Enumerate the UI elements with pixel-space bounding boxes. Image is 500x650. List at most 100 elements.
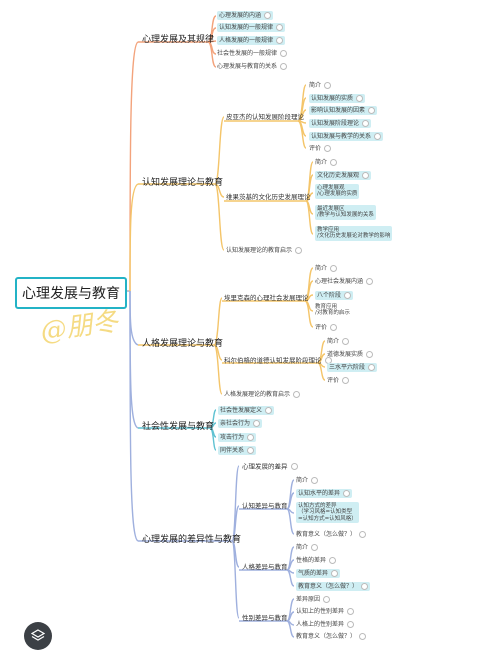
node-social-definition[interactable]: 社会性发展定义 [218,406,275,415]
node-gender-cause[interactable]: 差异原因 [296,596,331,603]
collapse-toggle-icon[interactable] [347,608,355,615]
collapse-toggle-icon[interactable] [368,364,376,371]
node-erikson-eval[interactable]: 评价 [315,324,338,331]
collapse-toggle-icon[interactable] [368,107,376,114]
layers-icon [31,629,45,641]
node-vygotsky-application[interactable]: 教学应用/文化历史发展论对教学的影响 [315,226,393,241]
collapse-toggle-icon[interactable] [265,407,273,414]
collapse-toggle-icon[interactable] [361,583,369,590]
collapse-toggle-icon[interactable] [280,63,288,70]
collapse-toggle-icon[interactable] [342,377,350,384]
collapse-toggle-icon[interactable] [311,544,319,551]
node-gender-cognitive[interactable]: 认知上的性别差异 [296,608,355,615]
collapse-toggle-icon[interactable] [356,95,364,102]
node-piaget-essence[interactable]: 认知发展的实质 [309,94,366,103]
node-piaget-intro[interactable]: 简介 [309,82,332,89]
node-social-law[interactable]: 社会性发展的一般规律 [217,50,288,57]
branch-development-differences[interactable]: 心理发展的差异性与教育 [142,535,242,545]
collapse-toggle-icon[interactable] [330,324,338,331]
collapse-toggle-icon[interactable] [374,133,382,140]
collapse-toggle-icon[interactable] [253,420,261,427]
node-cogdiff-style[interactable]: 认知方式的差异（学习风格=认知类型=认知方式=认知风格） [296,502,359,523]
node-vygotsky-zpd[interactable]: 最近发展区/教学与认知发展的关系 [315,205,376,220]
branch-cognitive-development[interactable]: 认知发展理论与教育 [142,178,224,188]
collapse-toggle-icon[interactable] [247,434,255,441]
collapse-toggle-icon[interactable] [347,621,355,628]
node-kohlberg-levels[interactable]: 三水平六阶段 [327,363,378,372]
collapse-toggle-icon[interactable] [362,172,370,179]
node-piaget-stages[interactable]: 认知发展阶段理论 [309,119,372,128]
node-gender-diff[interactable]: 性别差异与教育 [242,614,288,622]
collapse-toggle-icon[interactable] [324,82,332,89]
collapse-toggle-icon[interactable] [330,159,338,166]
collapse-toggle-icon[interactable] [359,633,367,640]
node-differences[interactable]: 心理发展的差异 [242,463,298,470]
collapse-toggle-icon[interactable] [362,120,370,127]
collapse-toggle-icon[interactable] [359,531,367,538]
node-personality-law[interactable]: 人格发展的一般规律 [217,36,286,45]
node-vygotsky[interactable]: 维果茨基的文化历史发展理论 [226,193,311,201]
layers-button[interactable] [24,622,52,650]
node-vygotsky-culture[interactable]: 文化历史发展观 [315,171,372,180]
node-aggression[interactable]: 攻击行为 [218,433,257,442]
branch-personality-development[interactable]: 人格发展理论与教育 [142,339,224,349]
node-kohlberg-essence[interactable]: 道德发展实质 [327,351,374,358]
collapse-toggle-icon[interactable] [276,37,284,44]
node-peer-relation[interactable]: 同伴关系 [218,446,257,455]
collapse-toggle-icon[interactable] [311,477,319,484]
node-piaget[interactable]: 皮亚杰的认知发展阶段理论 [226,113,304,121]
node-erikson-stages[interactable]: 八个阶段 [315,291,354,300]
node-perdiff-temperament[interactable]: 气质的差异 [296,569,341,578]
node-cogdiff-intro[interactable]: 简介 [296,477,319,484]
node-kohlberg[interactable]: 科尔伯格的道德认知发展阶段理论 [224,357,332,364]
node-personality-diff[interactable]: 人格差异与教育 [242,563,288,571]
node-kohlberg-intro[interactable]: 简介 [327,338,350,345]
node-gender-personality[interactable]: 人格上的性别差异 [296,621,355,628]
collapse-toggle-icon[interactable] [280,50,288,57]
collapse-toggle-icon[interactable] [324,145,332,152]
node-cogdiff-level[interactable]: 认知水平的差异 [296,489,353,498]
node-vygotsky-intro[interactable]: 简介 [315,159,338,166]
collapse-toggle-icon[interactable] [344,292,352,299]
node-erikson-intro[interactable]: 简介 [315,265,338,272]
collapse-toggle-icon[interactable] [264,12,272,19]
collapse-toggle-icon[interactable] [366,351,374,358]
collapse-toggle-icon[interactable] [343,490,351,497]
node-cogdiff-meaning[interactable]: 教育意义（怎么做？） [296,531,367,538]
node-piaget-teaching[interactable]: 认知发展与教学的关系 [309,132,384,141]
branch-psych-development-laws[interactable]: 心理发展及其规律 [142,35,215,45]
node-erikson[interactable]: 埃里克森的心理社会发展理论 [224,294,309,302]
collapse-toggle-icon[interactable] [323,596,331,603]
node-piaget-eval[interactable]: 评价 [309,145,332,152]
node-connotation[interactable]: 心理发展的内涵 [217,11,274,20]
node-kohlberg-eval[interactable]: 评价 [327,377,350,384]
root-node-label: 心理发展与教育 [22,286,120,302]
node-perdiff-character[interactable]: 性格的差异 [296,557,337,564]
collapse-toggle-icon[interactable] [342,338,350,345]
collapse-toggle-icon[interactable] [293,391,301,398]
node-gender-meaning[interactable]: 教育意义（怎么做？） [296,633,367,640]
collapse-toggle-icon[interactable] [247,447,255,454]
root-node[interactable]: 心理发展与教育 [15,277,127,309]
node-cognitive-implication[interactable]: 认知发展理论的教育启示 [226,247,303,254]
branch-social-development[interactable]: 社会性发展与教育 [142,422,215,432]
node-cognitive-diff[interactable]: 认知差异与教育 [242,502,288,510]
collapse-toggle-icon[interactable] [366,278,374,285]
node-perdiff-intro[interactable]: 简介 [296,544,319,551]
collapse-toggle-icon[interactable] [330,265,338,272]
node-prosocial[interactable]: 亲社会行为 [218,419,263,428]
node-cognitive-law[interactable]: 认知发展的一般规律 [217,23,286,32]
node-erikson-connotation[interactable]: 心理社会发展内涵 [315,278,374,285]
collapse-toggle-icon[interactable] [329,557,337,564]
node-erikson-application[interactable]: 教育应用/对教育的启示 [315,304,350,317]
node-personality-implication[interactable]: 人格发展理论的教育启示 [224,391,301,398]
node-piaget-factors[interactable]: 影响认知发展的因素 [309,106,378,115]
node-perdiff-meaning[interactable]: 教育意义（怎么做？） [296,582,371,591]
collapse-toggle-icon[interactable] [290,463,298,470]
collapse-toggle-icon[interactable] [331,570,339,577]
collapse-toggle-icon[interactable] [276,24,284,31]
collapse-toggle-icon[interactable] [295,247,303,254]
node-relation[interactable]: 心理发展与教育的关系 [217,63,288,70]
node-vygotsky-psych[interactable]: 心理发展观/心理发展的实质 [315,184,360,199]
